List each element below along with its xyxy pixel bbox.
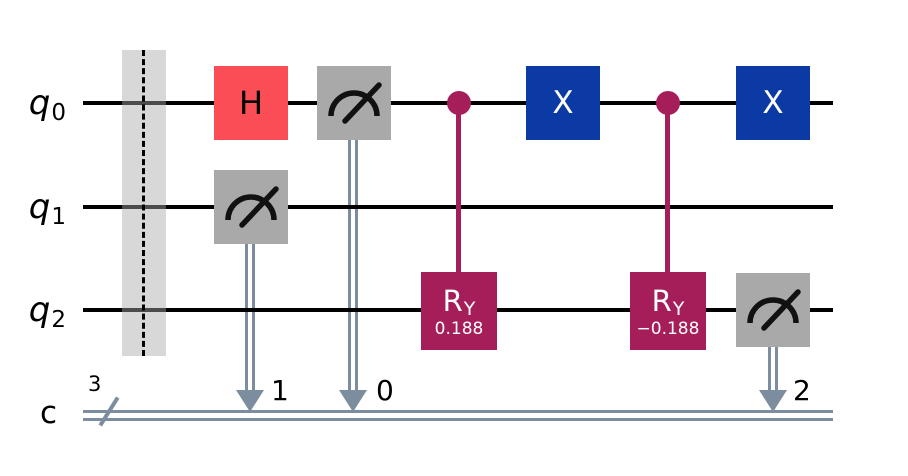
clbit-index-0: 0 [376, 374, 394, 407]
measure-icon [328, 82, 382, 124]
measure-gate-q1 [214, 170, 288, 244]
measure-arrow-shaft-q0 [348, 140, 358, 392]
ry-param: −0.188 [636, 318, 700, 339]
measure-arrowhead-q2 [759, 390, 787, 412]
measure-gate-q0 [317, 66, 391, 140]
x-gate-first: X [526, 66, 600, 140]
ry-param: 0.188 [434, 318, 484, 339]
x-gate-second: X [736, 66, 810, 140]
classical-wire [83, 410, 833, 421]
measure-icon [225, 186, 279, 228]
barrier-dashed-line [142, 50, 145, 356]
measure-arrow-shaft-q2 [768, 347, 778, 392]
h-gate: H [214, 66, 288, 140]
measure-icon [747, 289, 801, 331]
control-dot-first [447, 91, 471, 115]
clbit-index-2: 2 [793, 374, 811, 407]
measure-arrowhead-q1 [236, 390, 264, 412]
classical-register-label: c [40, 395, 58, 431]
control-line-second [665, 103, 670, 273]
measure-arrowhead-q0 [339, 390, 367, 412]
measure-gate-q2 [736, 273, 810, 347]
clbit-index-1: 1 [271, 374, 289, 407]
control-line-first [456, 103, 461, 273]
classical-register-size: 3 [88, 372, 102, 396]
measure-arrow-shaft-q1 [245, 244, 255, 392]
control-dot-second [656, 91, 680, 115]
